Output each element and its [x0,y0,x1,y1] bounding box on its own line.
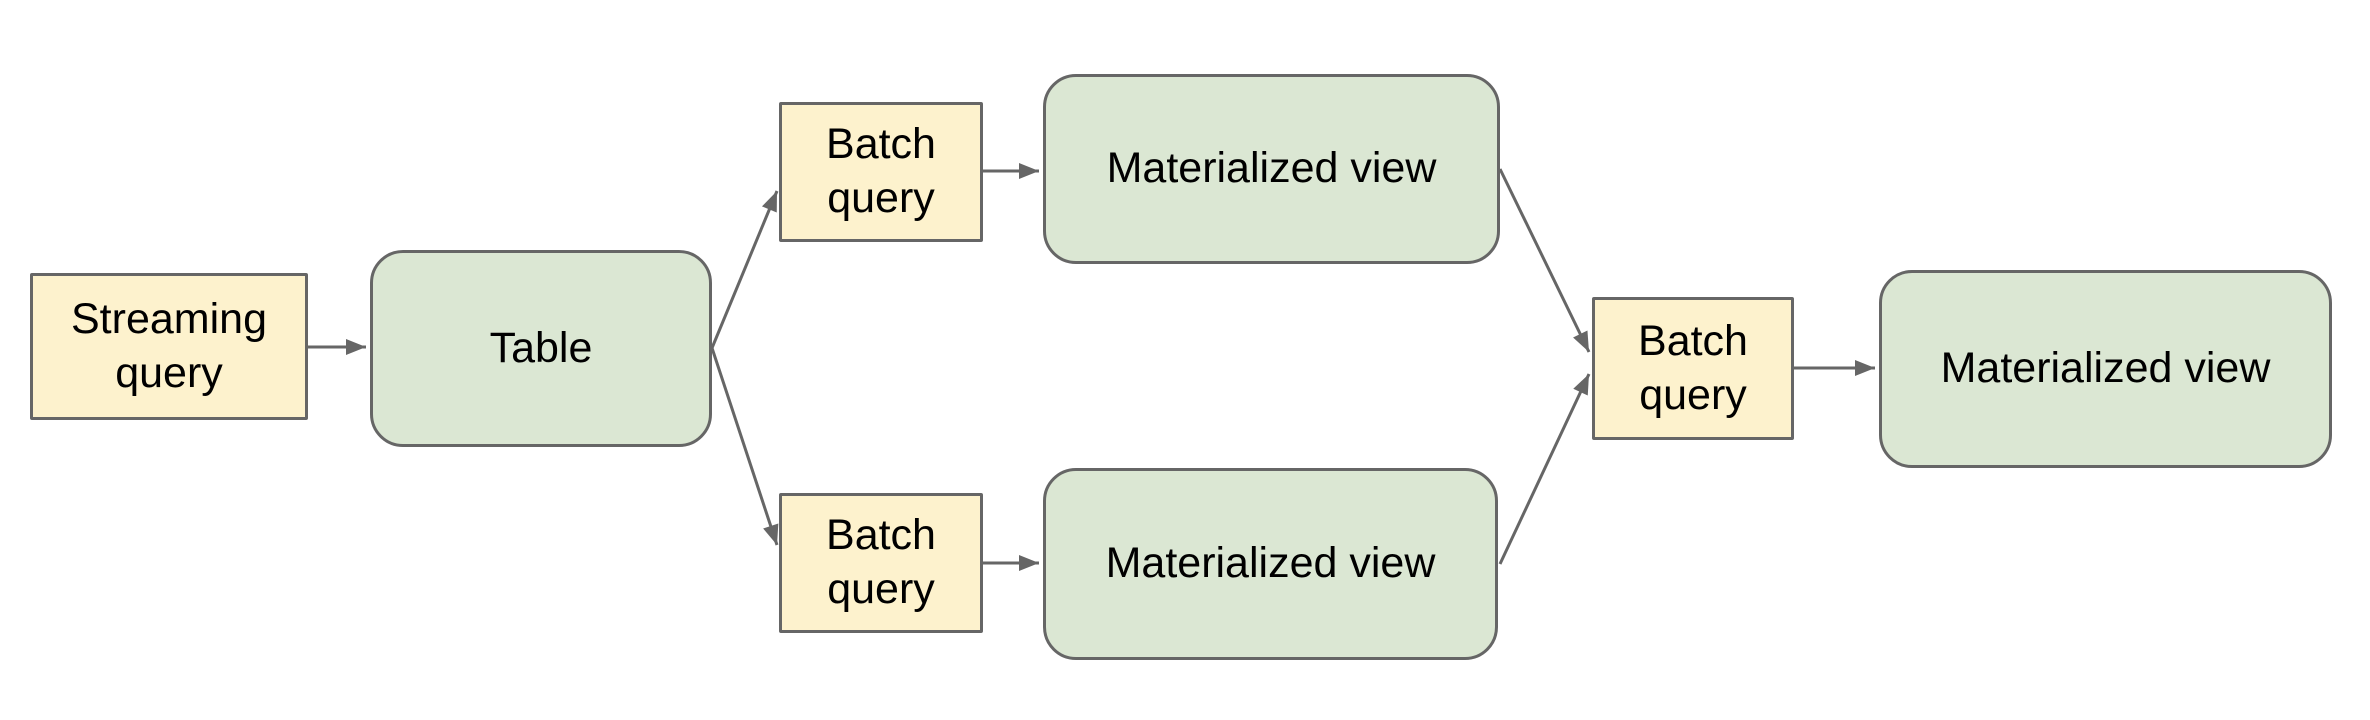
node-materialized-view-top: Materialized view [1043,74,1500,264]
node-streaming-query: Streaming query [30,273,308,420]
node-batch-query-top: Batch query [779,102,983,242]
edge-mv-bottom-to-batch-right [1498,373,1591,565]
node-label: Materialized view [1940,344,2271,393]
edge-mv-top-to-batch-right [1498,168,1591,353]
node-label: Batch query [826,511,936,613]
edge-table-to-batch-bottom [710,347,779,546]
node-label: Materialized view [1106,144,1437,193]
node-materialized-view-bottom: Materialized view [1043,468,1498,660]
node-label: Batch query [1638,316,1748,419]
node-batch-query-right: Batch query [1592,297,1794,440]
node-label: Materialized view [1105,539,1436,588]
node-materialized-view-right: Materialized view [1879,270,2332,468]
node-label: Streaming query [71,294,267,397]
node-table: Table [370,250,712,447]
node-label: Batch query [826,120,936,222]
node-label: Table [489,323,593,372]
edge-table-to-batch-top [710,190,779,349]
node-batch-query-bottom: Batch query [779,493,983,633]
